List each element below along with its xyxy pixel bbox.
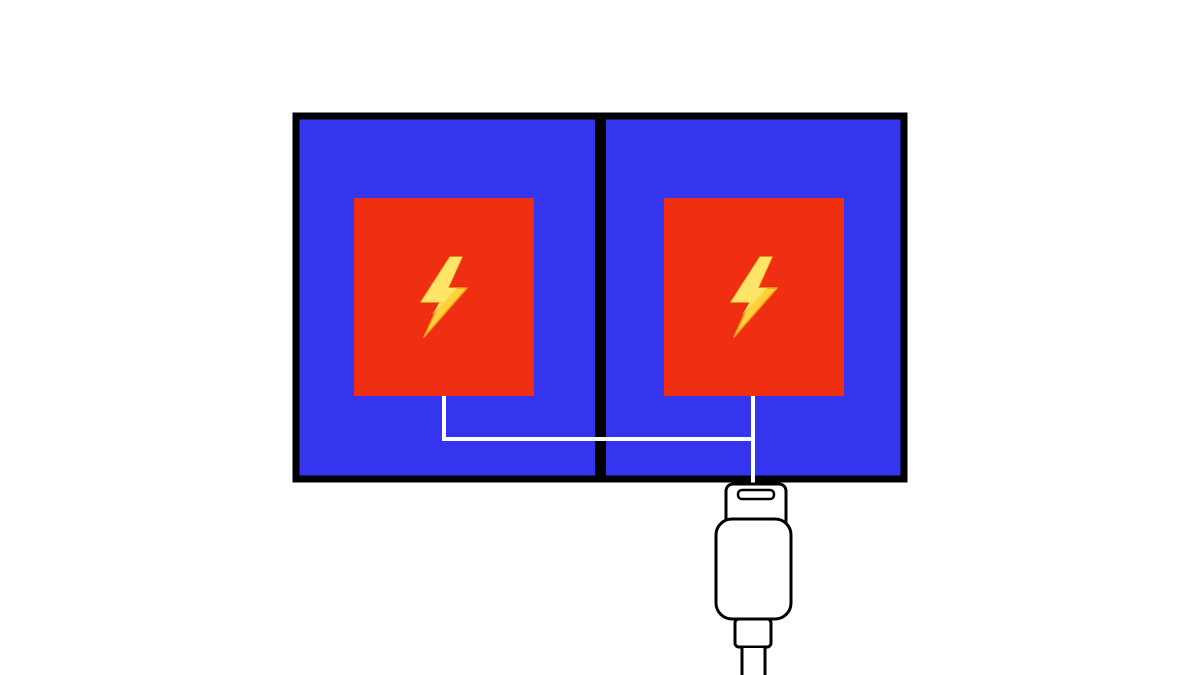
wiring [442,396,755,488]
right-panel [664,198,844,396]
panel-divider [595,116,606,479]
lightning-bolt-icon [420,256,468,338]
usb-c-plug-icon [714,482,793,675]
left-wire [442,396,755,441]
lightning-bolt-icon [730,256,778,338]
left-panel [354,198,534,396]
